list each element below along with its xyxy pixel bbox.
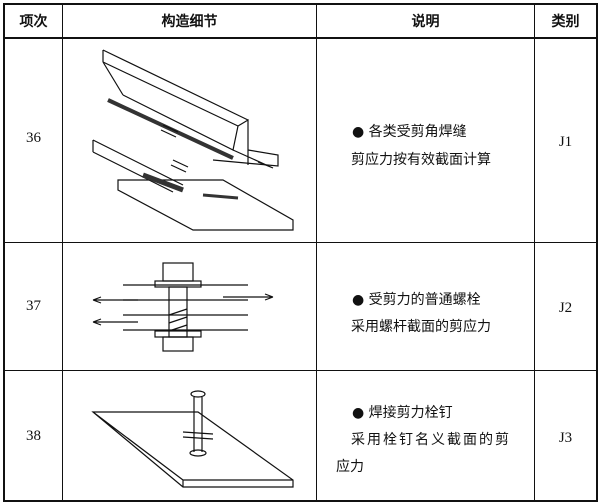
stud-weld <box>189 449 207 457</box>
fillet-weld-drawing <box>92 49 294 231</box>
stud-head <box>190 390 206 398</box>
plate-edges <box>123 284 248 331</box>
washer <box>154 330 202 338</box>
force-arrow-right <box>223 293 274 301</box>
description-line: 采用栓钉名义截面的剪 <box>351 432 511 448</box>
description-line: ● 焊接剪力栓钉 <box>352 405 453 421</box>
shear-marks <box>170 159 189 173</box>
bolt-head <box>162 262 194 282</box>
thread-lines <box>168 308 188 332</box>
nut <box>162 336 194 352</box>
stud-shank <box>193 397 203 452</box>
tee-base <box>212 149 279 167</box>
row-divider <box>3 242 598 243</box>
force-arrow-left <box>92 318 138 326</box>
header-item: 项次 <box>19 14 48 30</box>
tee-edge <box>232 118 274 169</box>
description-text: 受剪力的普通螺栓 <box>368 292 481 308</box>
force-arrow-left <box>92 296 138 304</box>
category: J2 <box>558 300 573 316</box>
shear-stud-drawing <box>91 390 294 488</box>
description-text: 焊接剪力栓钉 <box>368 405 453 421</box>
lower-plate <box>92 139 184 193</box>
table-border-left <box>3 3 5 502</box>
steel-plate <box>91 411 294 488</box>
table-border-right <box>596 3 598 502</box>
description-text: 各类受剪角焊缝 <box>368 124 467 140</box>
upper-flange <box>102 49 249 127</box>
category: J1 <box>558 134 573 150</box>
description-line: 采用螺杆截面的剪应力 <box>351 319 491 335</box>
item-number: 37 <box>26 298 41 314</box>
base-plate <box>117 179 294 231</box>
description-line: 应力 <box>336 459 364 475</box>
shear-marks <box>182 431 214 440</box>
item-number: 38 <box>26 428 41 444</box>
column-divider <box>62 3 63 502</box>
description-line: ● 受剪力的普通螺栓 <box>352 292 481 308</box>
header-description: 说明 <box>411 14 440 30</box>
header-category: 类别 <box>551 14 580 30</box>
column-divider <box>316 3 317 502</box>
table-border-top <box>3 3 598 5</box>
washer <box>154 280 202 288</box>
table-border-bottom <box>3 500 598 502</box>
description-line: 剪应力按有效截面计算 <box>351 152 491 168</box>
bolt-drawing <box>92 262 274 352</box>
item-number: 36 <box>26 130 41 146</box>
header-divider <box>3 37 598 39</box>
header-detail: 构造细节 <box>161 14 218 30</box>
weld-bead <box>202 193 239 200</box>
column-divider <box>534 3 535 502</box>
weld-bead <box>142 172 184 193</box>
row-divider <box>3 370 598 371</box>
shear-marks <box>160 124 179 138</box>
description-line: ● 各类受剪角焊缝 <box>352 124 467 140</box>
category: J3 <box>558 430 573 446</box>
